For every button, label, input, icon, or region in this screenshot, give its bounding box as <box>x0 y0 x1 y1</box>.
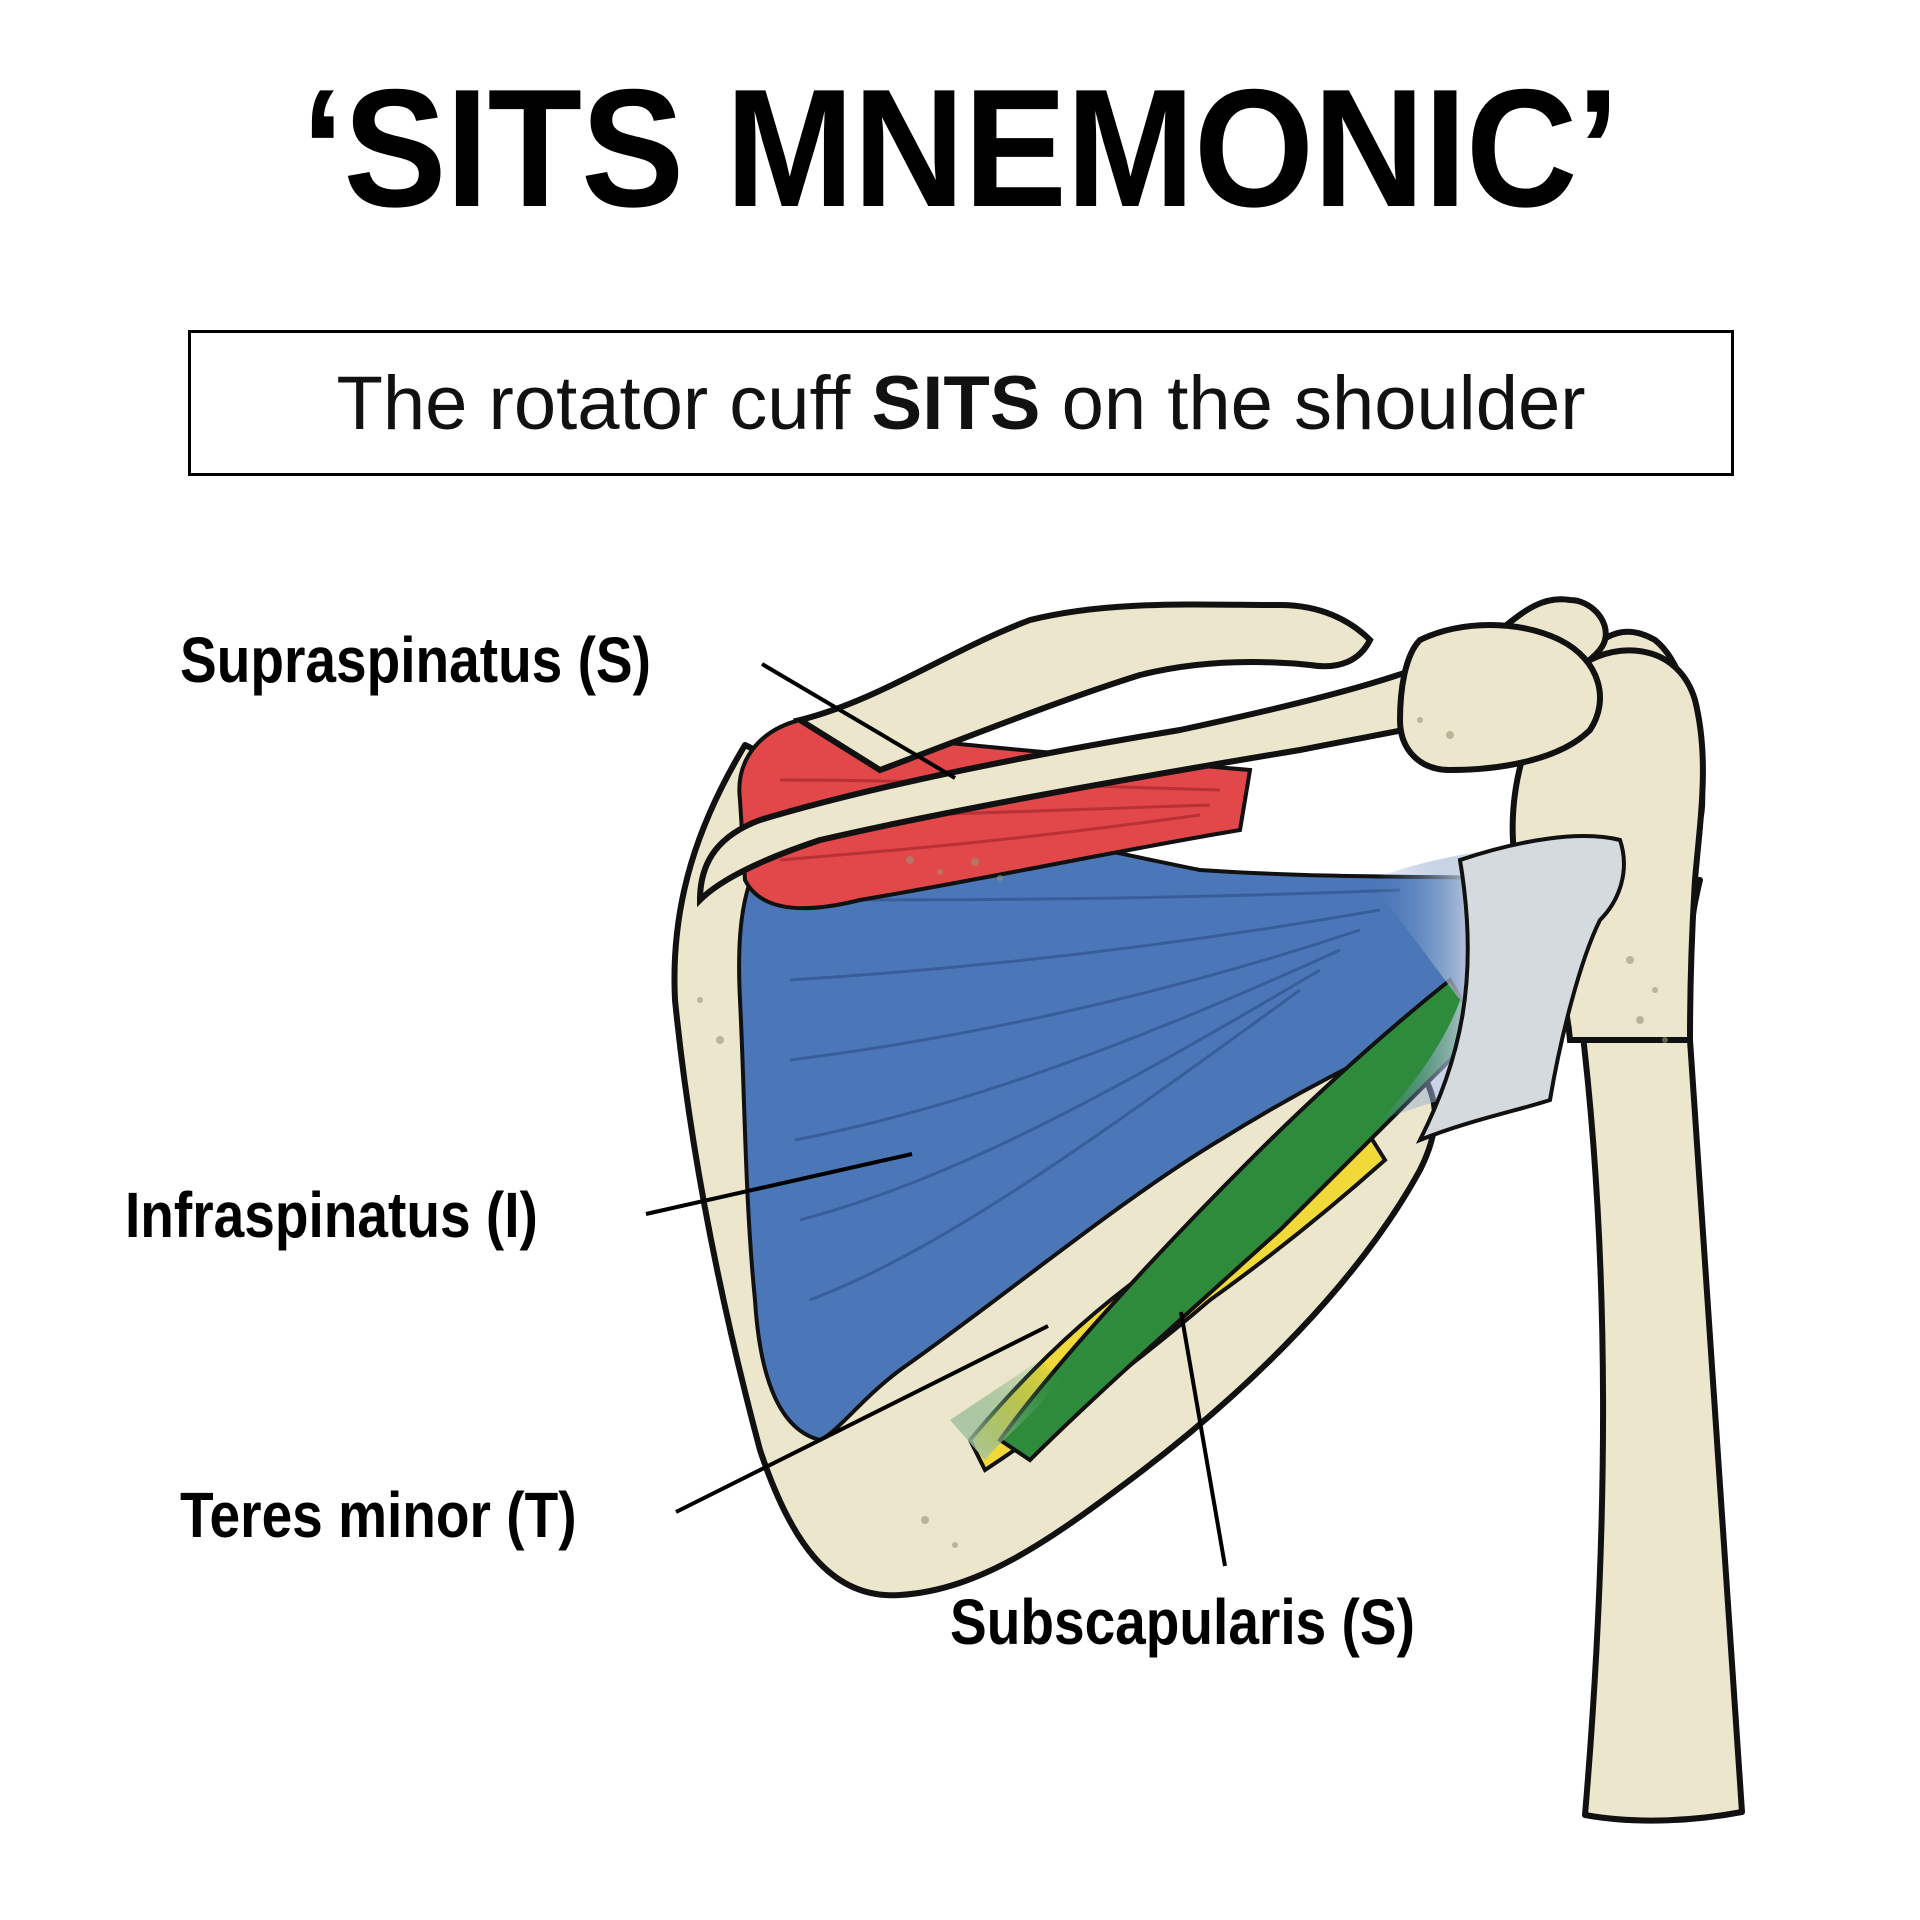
subtitle-box: The rotator cuff SITS on the shoulder <box>188 330 1734 476</box>
supraspinatus-leader <box>760 662 957 780</box>
bone-texture <box>697 717 1668 1548</box>
humeral-tendon-attachment <box>1415 834 1626 1144</box>
leader-lines <box>645 662 1227 1567</box>
acromion-process <box>1396 622 1603 774</box>
infraspinatus-leader <box>645 1152 913 1216</box>
page-title: ‘SITS MNEMONIC’ <box>301 54 1619 242</box>
subscapularis-leader <box>1179 1311 1227 1567</box>
subtitle-before: The rotator cuff <box>336 360 872 446</box>
infraspinatus-fibres <box>789 888 1401 1302</box>
clavicle-bone <box>792 601 1374 774</box>
label-subscapularis: Subscapularis (S) <box>950 1586 1415 1658</box>
subtitle: The rotator cuff SITS on the shoulder <box>336 360 1585 447</box>
subtitle-after: on the shoulder <box>1040 360 1586 446</box>
label-infraspinatus: Infraspinatus (I) <box>125 1179 538 1251</box>
teres-minor-leader <box>675 1324 1049 1514</box>
label-teres-minor: Teres minor (T) <box>180 1479 577 1551</box>
subtitle-emphasis: SITS <box>871 360 1041 446</box>
teres-minor-tendon <box>950 1360 1060 1460</box>
label-supraspinatus: Supraspinatus (S) <box>180 624 651 696</box>
